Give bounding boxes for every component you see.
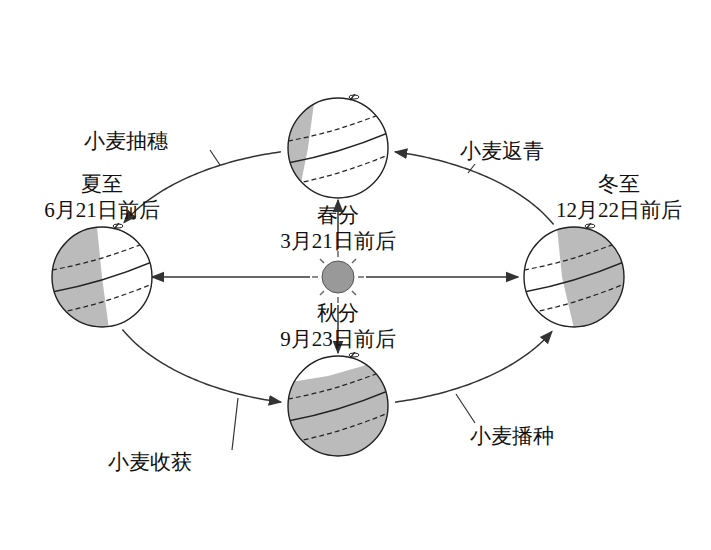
- season-globe: 冬至12月22日前后: [466, 167, 682, 331]
- leader-line: [456, 394, 475, 423]
- earth-globe: [48, 223, 156, 331]
- season-date: 3月21日前后: [280, 228, 396, 254]
- season-name: 秋分: [317, 300, 359, 326]
- stage-label: 小麦抽穗: [82, 128, 170, 154]
- earth-globe: [284, 352, 392, 460]
- season-label: 冬至12月22日前后: [556, 171, 682, 223]
- leader-line: [210, 150, 220, 165]
- season-name: 春分: [317, 202, 359, 228]
- leader-line: [468, 164, 475, 173]
- season-globe: 夏至6月21日前后: [44, 167, 160, 331]
- season-date: 9月23日前后: [280, 326, 396, 352]
- season-date: 6月21日前后: [44, 197, 160, 223]
- leader-line: [232, 398, 238, 450]
- season-label: 春分3月21日前后: [280, 202, 396, 254]
- sun-symbol: [312, 251, 364, 303]
- sunlight-arrows: [152, 200, 518, 353]
- season-label: 秋分9月23日前后: [280, 300, 396, 352]
- season-name: 冬至: [598, 171, 640, 197]
- orbit-arrow: [122, 329, 281, 402]
- season-date: 12月22日前后: [556, 197, 682, 223]
- season-globe: 春分3月21日前后: [280, 94, 396, 256]
- stage-label: 小麦收获: [106, 449, 194, 475]
- season-globe: 秋分9月23日前后: [280, 296, 396, 460]
- stage-label: 小麦返青: [458, 138, 546, 164]
- stage-label: 小麦播种: [468, 423, 556, 449]
- earth-globe: [520, 223, 628, 331]
- orbit-arrow: [395, 332, 552, 403]
- season-name: 夏至: [81, 171, 123, 197]
- season-label: 夏至6月21日前后: [44, 171, 160, 223]
- earth-globe: [284, 94, 392, 202]
